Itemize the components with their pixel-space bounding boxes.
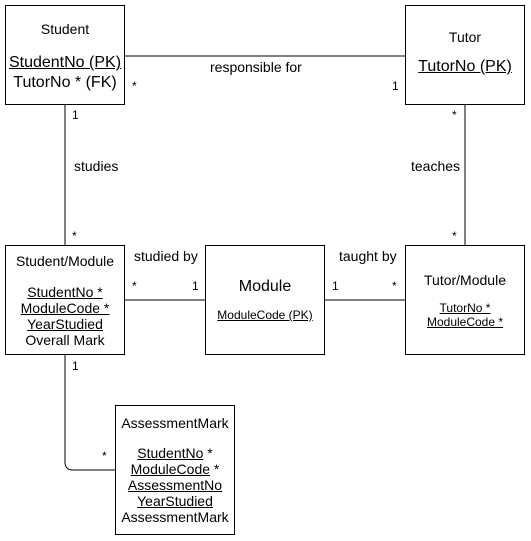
- entity-student-title: Student: [40, 21, 90, 37]
- attr-studentno: StudentNo *: [27, 284, 103, 300]
- attr-modulecode: ModuleCode *: [426, 315, 504, 329]
- attr-overall-mark: Overall Mark: [25, 332, 105, 348]
- attr-modulecode: ModuleCode *: [130, 461, 220, 477]
- attr-assessmentmark: AssessmentMark: [121, 509, 229, 525]
- attr-modulecode: ModuleCode *: [20, 300, 110, 316]
- label-responsible-for: responsible for: [210, 59, 302, 75]
- attr-yearstudied: YearStudied: [137, 493, 213, 509]
- entity-assessment-mark: AssessmentMark StudentNo * ModuleCode * …: [115, 405, 235, 535]
- attr-studentno: StudentNo *: [137, 445, 213, 461]
- mult-studiedby-module: 1: [192, 279, 199, 293]
- entity-tutor-module-title: Tutor/Module: [424, 272, 506, 288]
- mult-taughtby-tutor-module: *: [392, 279, 397, 293]
- line-assessed: [64, 355, 115, 471]
- mult-responsible-student: *: [132, 79, 137, 93]
- mult-responsible-tutor: 1: [392, 79, 399, 93]
- mult-assessed-assessment-mark: *: [102, 449, 107, 463]
- attr-modulecode: ModuleCode (PK): [217, 308, 313, 322]
- mult-studies-student: 1: [72, 108, 79, 122]
- mult-teaches-tutor-module: *: [452, 229, 457, 243]
- mult-studiedby-student-module: *: [132, 279, 137, 293]
- label-studies: studies: [74, 158, 119, 174]
- mult-studies-student-module: *: [72, 229, 77, 243]
- attr-tutorno: TutorNo *: [439, 301, 491, 315]
- label-studied-by: studied by: [134, 248, 198, 264]
- mult-teaches-tutor: *: [452, 108, 457, 122]
- mult-taughtby-module: 1: [332, 279, 339, 293]
- entity-module-title: Module: [238, 278, 292, 295]
- entity-student-module: Student/Module StudentNo * ModuleCode * …: [5, 245, 125, 355]
- entity-assessment-mark-title: AssessmentMark: [121, 415, 229, 431]
- entity-tutor-title: Tutor: [448, 29, 482, 45]
- attr-tutorno: TutorNo (PK): [418, 58, 512, 75]
- entity-tutor: Tutor TutorNo (PK): [405, 5, 525, 105]
- entity-student-module-title: Student/Module: [15, 253, 115, 269]
- label-teaches: teaches: [411, 158, 461, 174]
- entity-module: Module ModuleCode (PK): [205, 245, 325, 355]
- entity-student: Student StudentNo (PK) TutorNo * (FK): [5, 5, 125, 105]
- label-taught-by: taught by: [339, 248, 397, 264]
- attr-yearstudied: YearStudied: [27, 316, 103, 332]
- attr-studentno: StudentNo (PK): [8, 54, 122, 71]
- attr-tutorno: TutorNo * (FK): [13, 74, 117, 91]
- attr-assessmentno: AssessmentNo: [127, 477, 223, 493]
- mult-assessed-student-module: 1: [72, 359, 79, 373]
- entity-tutor-module: Tutor/Module TutorNo * ModuleCode *: [405, 245, 525, 355]
